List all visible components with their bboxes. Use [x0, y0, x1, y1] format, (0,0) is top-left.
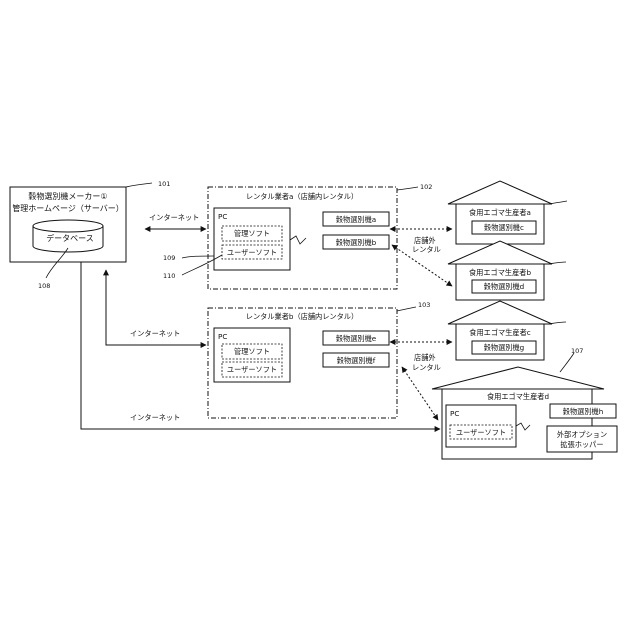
- producer-d-pc-label: PC: [450, 409, 459, 418]
- manufacturer-server: 穀物選別機メーカー① 管理ホームページ（サーバー） データベース: [10, 187, 126, 262]
- internet-label-a: インターネット: [149, 213, 199, 222]
- ref-109: 109: [163, 254, 175, 262]
- manufacturer-title-line2: 管理ホームページ（サーバー）: [12, 203, 124, 213]
- internet-label-d: インターネット: [130, 413, 180, 422]
- leader-101: [126, 183, 152, 187]
- producer-a-house: 食用エゴマ生産者a 穀物選別機c: [448, 181, 552, 244]
- ref-102: 102: [420, 183, 432, 191]
- rental-a-mgmt-soft-label: 管理ソフト: [234, 229, 270, 238]
- leader-104: [548, 201, 567, 204]
- machine-f-label: 穀物選別機f: [337, 356, 376, 365]
- option-line2: 拡張ホッパー: [560, 440, 603, 449]
- leader-107: [560, 353, 574, 372]
- producer-b-title: 食用エゴマ生産者b: [469, 268, 532, 277]
- ref-107: 107: [571, 347, 583, 355]
- ref-110: 110: [163, 272, 175, 280]
- leader-102: [397, 187, 418, 190]
- wireless-icon: [290, 236, 306, 244]
- producer-a-title: 食用エゴマ生産者a: [469, 208, 531, 217]
- leader-103: [397, 307, 416, 311]
- producer-d-title: 食用エゴマ生産者d: [487, 392, 549, 401]
- rental-outside-a-line1: 店舗外: [414, 236, 436, 245]
- rental-company-a: レンタル業者a（店舗内レンタル） PC 管理ソフト ユーザーソフト 穀物選別機a…: [208, 187, 397, 289]
- option-line1: 外部オプション: [557, 430, 607, 439]
- rental-outside-b-line1: 店舗外: [414, 353, 436, 362]
- database-label: データベース: [46, 233, 94, 243]
- rental-b-title: レンタル業者b（店舗内レンタル）: [246, 312, 358, 321]
- machine-b-label: 穀物選別機b: [336, 238, 377, 247]
- machine-h-label: 穀物選別機h: [563, 407, 604, 416]
- leader-108: [46, 248, 68, 278]
- producer-b-house: 食用エゴマ生産者b 穀物選別機d: [448, 241, 552, 300]
- machine-a-label: 穀物選別機a: [336, 215, 376, 224]
- rental-link-b-h: [402, 367, 438, 420]
- rental-a-user-soft-label: ユーザーソフト: [227, 248, 277, 257]
- producer-d-house: 食用エゴマ生産者d PC ユーザーソフト 穀物選別機h 外部オプション 拡張ホッ…: [432, 367, 617, 459]
- leader-109: [182, 256, 214, 258]
- rental-a-pc-label: PC: [218, 212, 227, 221]
- producer-d-user-soft-label: ユーザーソフト: [456, 428, 506, 437]
- machine-c-label: 穀物選別機c: [484, 223, 524, 232]
- rental-outside-b-line2: レンタル: [412, 363, 441, 372]
- rental-b-pc-label: PC: [218, 332, 227, 341]
- rental-b-user-soft-label: ユーザーソフト: [227, 365, 277, 374]
- ref-101: 101: [158, 180, 170, 188]
- rental-b-mgmt-soft-label: 管理ソフト: [234, 347, 270, 356]
- machine-g-label: 穀物選別機g: [484, 343, 525, 352]
- producer-c-title: 食用エゴマ生産者c: [469, 328, 531, 337]
- manufacturer-title-line1: 穀物選別機メーカー①: [28, 191, 107, 201]
- machine-d-label: 穀物選別機d: [484, 282, 525, 291]
- rental-company-b: レンタル業者b（店舗内レンタル） PC 管理ソフト ユーザーソフト 穀物選別機e…: [208, 308, 397, 418]
- internet-label-b: インターネット: [130, 329, 180, 338]
- ref-108: 108: [38, 282, 50, 290]
- machine-e-label: 穀物選別機e: [336, 334, 377, 343]
- rental-outside-a-line2: レンタル: [412, 245, 441, 254]
- ref-103: 103: [418, 301, 430, 309]
- rental-a-title: レンタル業者a（店舗内レンタル）: [246, 192, 358, 201]
- producer-c-house: 食用エゴマ生産者c 穀物選別機g: [448, 301, 552, 360]
